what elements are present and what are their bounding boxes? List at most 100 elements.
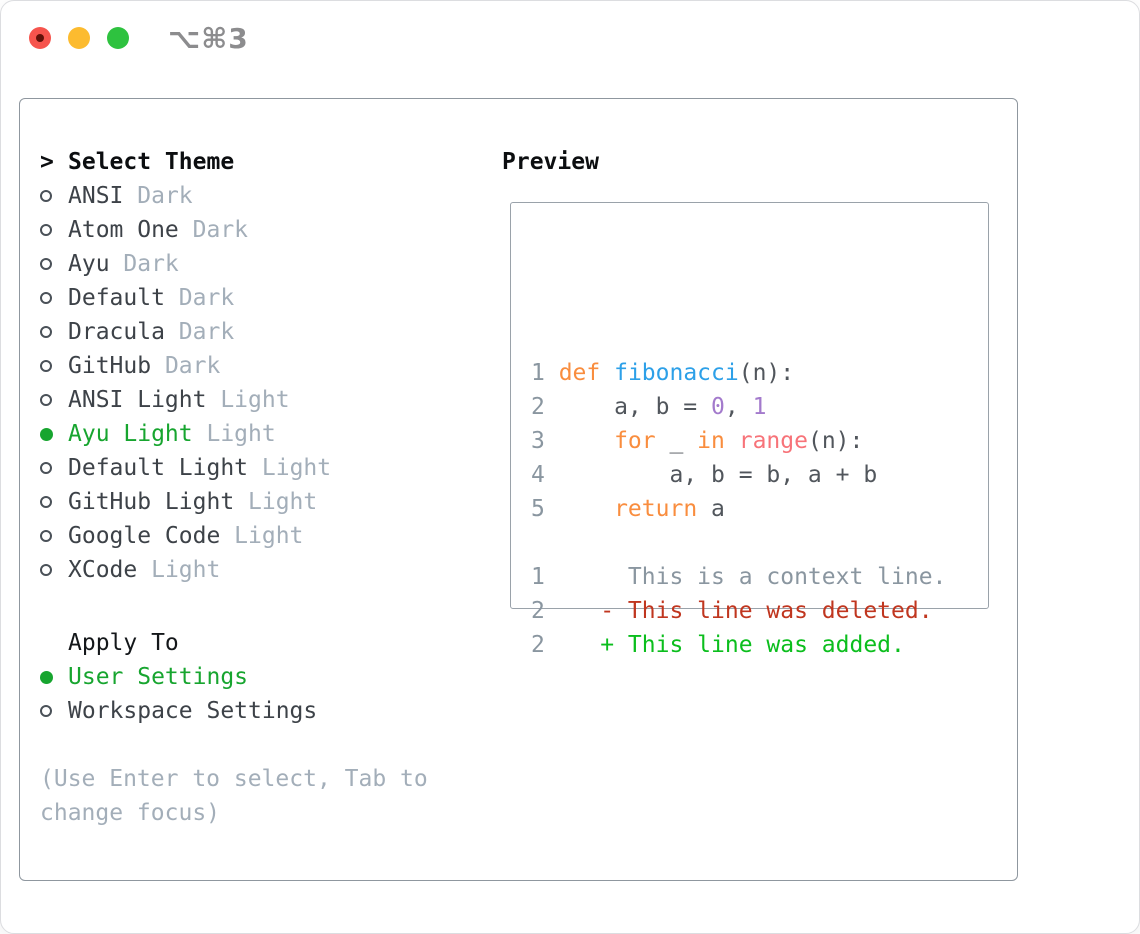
code-token: range <box>738 428 808 454</box>
theme-row[interactable]: GitHub Dark <box>40 349 331 383</box>
radio-icon <box>40 462 68 474</box>
zoom-button[interactable] <box>107 27 129 49</box>
line-number: 2 <box>531 598 545 624</box>
theme-variant: Dark <box>192 217 249 243</box>
theme-row[interactable]: GitHub Light Light <box>40 485 331 519</box>
hint-text: (Use Enter to select, Tab to change focu… <box>40 766 428 826</box>
code-line: 2 a, b = 0, 1 <box>531 390 946 424</box>
code-token <box>559 496 614 522</box>
theme-variant: Light <box>206 421 276 447</box>
code-token: a <box>697 496 725 522</box>
minimize-button[interactable] <box>68 27 90 49</box>
radio-icon <box>40 705 68 717</box>
code-line: 4 a, b = b, a + b <box>531 458 946 492</box>
unsaved-dot-icon <box>36 34 44 42</box>
code-line <box>531 526 946 560</box>
radio-icon <box>40 496 68 508</box>
apply-option-label: User Settings <box>68 664 249 690</box>
apply-option-row[interactable]: Workspace Settings <box>40 694 317 728</box>
radio-icon <box>40 564 68 576</box>
code-token: in <box>697 428 725 454</box>
focus-caret-icon: > <box>40 149 54 175</box>
select-theme-header: > Select Theme <box>40 145 331 179</box>
code-token: a, b = b, a + b <box>558 462 878 488</box>
code-token: (n): <box>807 428 864 454</box>
select-theme-title: Select Theme <box>68 149 235 175</box>
theme-name: GitHub Light <box>68 489 249 515</box>
theme-variant: Light <box>234 523 304 549</box>
radio-icon <box>40 224 68 236</box>
radio-selected-icon <box>40 670 68 684</box>
theme-row[interactable]: Dracula Dark <box>40 315 331 349</box>
line-number: 2 <box>531 632 545 658</box>
theme-name: Default <box>68 285 179 311</box>
theme-variant: Light <box>248 489 318 515</box>
apply-option-label: Workspace Settings <box>68 698 318 724</box>
theme-row[interactable]: ANSI Dark <box>40 179 331 213</box>
code-token: def <box>558 360 601 386</box>
code-token: return <box>614 496 698 522</box>
theme-variant: Dark <box>164 353 221 379</box>
theme-name: Ayu <box>68 251 124 277</box>
code-line: 5 return a <box>531 492 946 526</box>
line-number: 2 <box>531 394 545 420</box>
radio-icon <box>40 394 68 406</box>
theme-name: Dracula <box>68 319 179 345</box>
line-number: 5 <box>531 496 545 522</box>
code-token: + This line was added. <box>558 632 905 658</box>
theme-row[interactable]: Ayu Light Light <box>40 417 331 451</box>
code-line: 1 This is a context line. <box>531 560 946 594</box>
theme-name: ANSI Light <box>68 387 221 413</box>
code-token: - This line was deleted. <box>558 598 933 624</box>
theme-row[interactable]: Default Dark <box>40 281 331 315</box>
theme-row[interactable]: Ayu Dark <box>40 247 331 281</box>
theme-variant: Light <box>220 387 290 413</box>
theme-name: Atom One <box>68 217 193 243</box>
radio-icon <box>40 258 68 270</box>
window-title-shortcut: ⌥⌘3 <box>168 22 249 55</box>
code-token <box>725 428 739 454</box>
theme-row[interactable]: Atom One Dark <box>40 213 331 247</box>
code-token: for <box>614 428 656 454</box>
theme-variant: Dark <box>178 285 235 311</box>
line-number: 1 <box>531 564 545 590</box>
theme-row[interactable]: Default Light Light <box>40 451 331 485</box>
radio-icon <box>40 326 68 338</box>
theme-row[interactable]: Google Code Light <box>40 519 331 553</box>
line-number: 3 <box>531 428 545 454</box>
code-token: (n): <box>738 360 795 386</box>
radio-icon <box>40 530 68 542</box>
theme-name: Ayu Light <box>68 421 207 447</box>
code-token <box>600 360 614 386</box>
radio-icon <box>40 190 68 202</box>
code-token <box>559 428 614 454</box>
apply-option-row[interactable]: User Settings <box>40 660 317 694</box>
apply-to-header: Apply To <box>40 626 317 660</box>
code-token: a, b = <box>558 394 712 420</box>
code-token: , <box>724 394 753 420</box>
close-button[interactable] <box>29 27 51 49</box>
code-line: 2 - This line was deleted. <box>531 594 946 628</box>
theme-variant: Dark <box>123 251 179 277</box>
theme-variant: Dark <box>137 183 193 209</box>
theme-name: GitHub <box>68 353 165 379</box>
theme-name: Google Code <box>68 523 235 549</box>
code-line: 2 + This line was added. <box>531 628 946 662</box>
theme-row[interactable]: XCode Light <box>40 553 331 587</box>
radio-icon <box>40 360 68 372</box>
theme-variant: Dark <box>178 319 235 345</box>
code-token: 0 <box>711 394 725 420</box>
code-token: 1 <box>752 394 767 420</box>
theme-name: XCode <box>68 557 152 583</box>
radio-icon <box>40 292 68 304</box>
code-token: _ <box>655 428 698 454</box>
titlebar: ⌥⌘3 <box>1 1 1139 71</box>
theme-name: ANSI <box>68 183 138 209</box>
theme-row[interactable]: ANSI Light Light <box>40 383 331 417</box>
